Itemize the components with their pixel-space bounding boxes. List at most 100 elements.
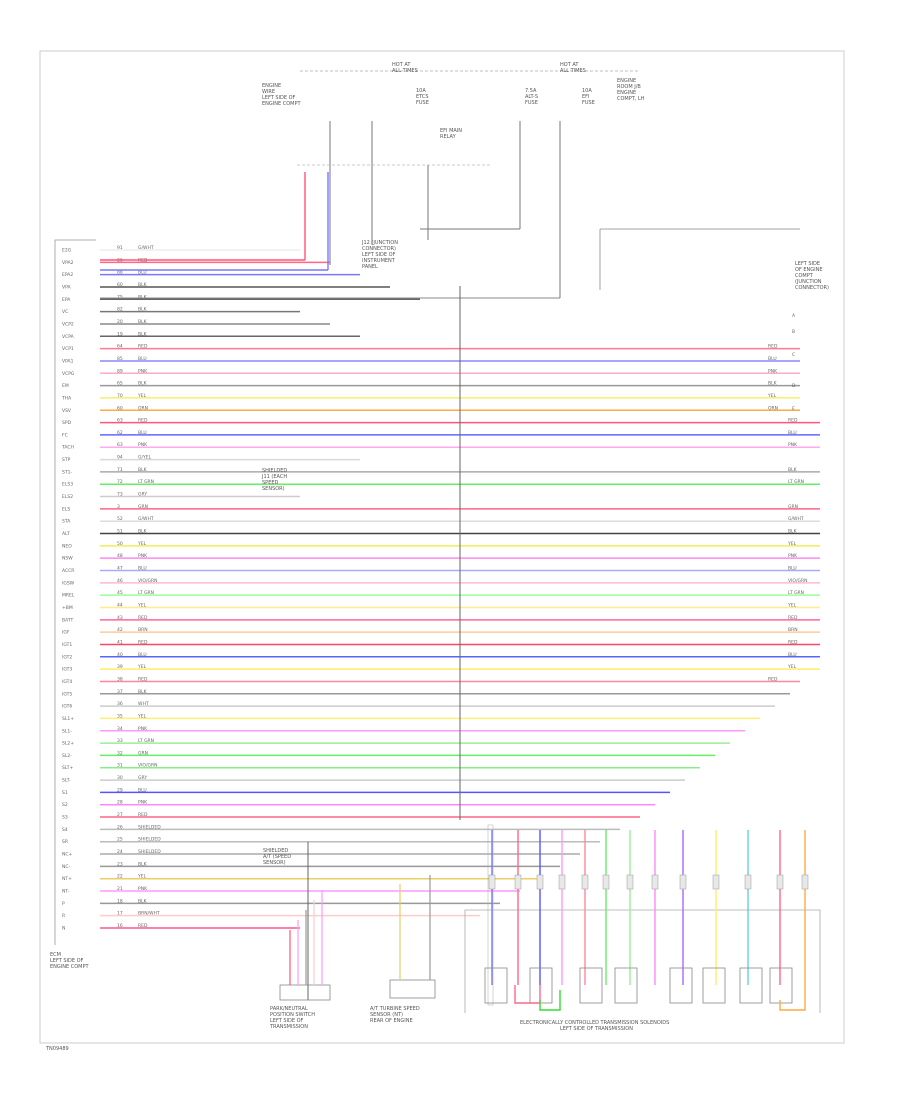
label-line: HOT AT [560, 62, 579, 68]
label-line: FUSE [416, 100, 429, 106]
wire-number: 60 [117, 282, 123, 288]
ecm-pin-label: E2G [62, 248, 72, 254]
label-line: ENGINE COMPT [262, 101, 301, 107]
label-line: ENGINE [617, 90, 636, 96]
connector-pin [712, 874, 720, 890]
wire-color-code: VIO/GRN [138, 763, 157, 769]
wire-color-code-right: ORN [768, 405, 778, 411]
wire-number: 42 [117, 627, 123, 633]
wire-color-code-right: GRN [788, 504, 798, 510]
wire-number: 94 [117, 455, 123, 461]
connector-pin [536, 874, 544, 890]
wire-number: 73 [117, 492, 123, 498]
wire-color-code: BLU [138, 787, 147, 793]
ecm-pin-label: SL1+ [62, 716, 74, 722]
pin-letter: E [792, 406, 795, 412]
wire-color-code: SHIELDED [138, 849, 161, 855]
label-hot-at-all-times-2: HOT AT ALL TIMES [560, 62, 586, 74]
ecm-pin-label: SR [62, 839, 68, 845]
wire-color-code-right: BLU [788, 430, 797, 436]
wire-color-code: LT GRN [138, 738, 154, 744]
wire-color-code-right: RED [768, 676, 778, 682]
wire-number: 36 [117, 701, 123, 707]
wire-color-code: YEL [137, 664, 147, 670]
wire-color-code-right: RED [788, 639, 798, 645]
wire-number: 88 [117, 270, 123, 276]
solenoid-group [484, 830, 809, 1011]
wire-color-code: PNK [138, 553, 148, 559]
wire-number: 46 [117, 578, 123, 584]
wire-color-code: GRN [138, 750, 148, 756]
label-line: FUSE [525, 100, 538, 106]
wire-number: 48 [117, 553, 123, 559]
label-line: J12 (JUNCTION [361, 240, 398, 246]
park-neutral-switch [279, 984, 331, 1001]
label-line: EFI MAIN [440, 128, 462, 134]
ecm-pin-label: TACH [61, 445, 74, 451]
ecm-pin-label: NEO [62, 543, 72, 549]
label-line: ENGINE [262, 83, 281, 89]
label-turbine-sensor: A/T TURBINE SPEED SENSOR (NT) REAR OF EN… [370, 1006, 420, 1024]
label-line: 10A [582, 88, 592, 94]
wire-color-code: YEL [137, 602, 147, 608]
ecm-pin-label: NT- [62, 889, 70, 895]
wire-color-code-right: RED [768, 344, 778, 350]
wire-color-code: YEL [137, 393, 147, 399]
turbine-speed-sensor [389, 979, 436, 999]
connector-pin [801, 874, 809, 890]
wire-number: 64 [117, 344, 123, 350]
wire-number: 23 [117, 861, 123, 867]
wire-color-code: RED [138, 344, 148, 350]
wire-color-code-right: LT GRN [788, 479, 804, 485]
pin-label-group: 91G/WHTE2G86REDVPA288BLUEPA260BLKVPA75BL… [61, 245, 807, 932]
wire-color-code: VIO/GRN [138, 578, 157, 584]
wire-number: 70 [117, 393, 123, 399]
wire-color-code-right: BLU [788, 652, 797, 658]
label-line: J11 (EACH [261, 474, 287, 480]
solenoid-box [669, 967, 693, 1004]
wire-color-code: RED [138, 639, 148, 645]
label-line: A/T TURBINE SPEED [370, 1006, 420, 1012]
label-line: PANEL [362, 264, 378, 270]
ecm-pin-label: STA [62, 519, 71, 525]
ecm-pin-label: EPA [62, 297, 71, 303]
wire-color-code: ORN [138, 405, 148, 411]
ecm-pin-label: NC- [62, 864, 71, 870]
label-line: LEFT SIDE OF [262, 95, 296, 101]
wire-color-code: LT GRN [138, 590, 154, 596]
ecm-pin-label: VCPG [62, 371, 75, 377]
wire-number: 37 [117, 689, 123, 695]
wire-color-code-right: LT GRN [788, 590, 804, 596]
ecm-pin-label: SLT- [62, 778, 71, 784]
wire-number: 43 [117, 615, 123, 621]
ecm-pin-label: FC [62, 432, 68, 438]
ecm-pin-label: VC [62, 309, 68, 315]
ecm-pin-label: IGT6 [62, 704, 72, 710]
wire-color-code: BLK [138, 294, 148, 300]
wire-color-code-right: BLK [788, 467, 798, 473]
label-line: SENSOR) [262, 486, 285, 492]
ecm-pin-label: IGT3 [62, 667, 72, 673]
wire-color-code: SHIELDED [138, 824, 161, 830]
wire-number: 44 [117, 602, 123, 608]
wire-number: 25 [117, 837, 123, 843]
wire-color-code: GRN [138, 504, 148, 510]
ecm-pin-label: IGT1 [62, 642, 72, 648]
wire-color-code: BLK [138, 331, 148, 337]
connector-pin [626, 874, 634, 890]
wire-number: 24 [117, 849, 123, 855]
wire-color-code: BRN [138, 627, 148, 633]
ecm-pin-label: ACCR [62, 568, 74, 574]
wire-number: 16 [117, 923, 123, 929]
connector-pin [744, 874, 752, 890]
wire-color-code: WHT [138, 701, 149, 707]
ecm-pin-label: S1 [62, 790, 68, 796]
label-line: FUSE [582, 100, 595, 106]
wire-color-code: RED [138, 923, 148, 929]
ecm-pin-label: BATT [62, 617, 73, 623]
wire-number: 19 [117, 331, 123, 337]
wire-color-code-right: YEL [787, 602, 797, 608]
label-ecm: ECM LEFT SIDE OF ENGINE COMPT [50, 952, 89, 970]
